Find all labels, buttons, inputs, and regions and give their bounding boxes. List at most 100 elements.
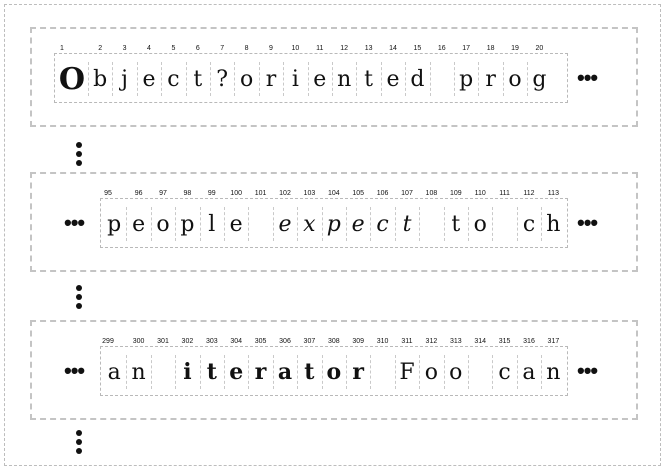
trailing-ellipsis-2: •••	[577, 210, 598, 235]
character-index: 15	[413, 45, 422, 52]
cell-divider	[394, 355, 396, 389]
character-index: 13	[364, 45, 373, 52]
character-index: 311	[401, 338, 413, 345]
character-cell: x	[303, 211, 316, 237]
character-cell: e	[229, 211, 243, 237]
cell-divider	[112, 62, 114, 96]
character-index: 101	[254, 190, 267, 197]
character-cell: t	[451, 211, 461, 237]
character-cell: ?	[216, 66, 229, 92]
character-index: 4	[147, 45, 151, 52]
character-index: 314	[474, 338, 487, 345]
character-index: 12	[340, 45, 349, 52]
character-index: 10	[291, 45, 300, 52]
character-strip-3	[100, 346, 568, 396]
cell-divider	[356, 62, 358, 96]
character-index: 6	[195, 45, 200, 52]
character-cell: o	[424, 359, 438, 385]
cell-divider	[175, 207, 177, 241]
character-cell: c	[167, 66, 180, 92]
sequence-row-3	[30, 320, 638, 420]
character-index: 302	[181, 338, 194, 345]
character-cell: i	[291, 66, 299, 92]
character-cell: e	[278, 211, 292, 237]
cell-divider	[502, 62, 504, 96]
character-cell: F	[399, 359, 415, 385]
character-strip-1	[54, 53, 568, 103]
character-strip-2	[100, 198, 568, 248]
trailing-ellipsis-1: •••	[577, 65, 598, 90]
cell-divider	[394, 207, 396, 241]
character-cell: e	[132, 211, 146, 237]
character-cell: t	[206, 359, 217, 385]
diagram-frame	[4, 4, 661, 466]
character-index: 317	[547, 338, 560, 345]
cell-divider	[199, 355, 201, 389]
character-index: 299	[102, 338, 114, 345]
character-index: 9	[269, 45, 273, 52]
cell-divider	[126, 207, 128, 241]
cell-divider	[258, 62, 260, 96]
character-cell: r	[254, 359, 267, 385]
character-cell: t	[364, 66, 373, 92]
character-index: 307	[303, 338, 316, 345]
cell-divider	[443, 207, 445, 241]
character-index: 112	[523, 190, 535, 197]
character-cell: g	[532, 66, 547, 92]
cell-divider	[516, 207, 518, 241]
character-cell: a	[522, 359, 536, 385]
character-cell: O	[58, 61, 86, 97]
character-index: 17	[462, 45, 471, 52]
character-index: 97	[159, 190, 167, 197]
vertical-ellipsis-1	[75, 142, 83, 169]
character-index: 104	[327, 190, 340, 197]
character-cell: o	[156, 211, 170, 237]
cell-divider	[297, 355, 299, 389]
character-cell: e	[313, 66, 327, 92]
character-index: 312	[425, 338, 438, 345]
cell-divider	[468, 355, 469, 389]
character-cell: l	[208, 211, 216, 237]
cell-divider	[210, 62, 211, 96]
cell-divider	[283, 62, 285, 96]
cell-divider	[234, 62, 236, 96]
cell-divider	[272, 207, 274, 241]
character-cell: c	[498, 359, 511, 385]
character-cell: t	[193, 66, 203, 92]
character-cell: o	[508, 66, 522, 92]
character-index: 107	[401, 190, 413, 197]
cell-divider	[185, 62, 187, 96]
character-cell: h	[546, 211, 561, 237]
cell-divider	[126, 355, 128, 389]
character-cell: e	[229, 359, 244, 385]
character-index: 316	[523, 338, 535, 345]
cell-divider	[88, 62, 89, 96]
character-index: 103	[303, 190, 316, 197]
character-index: 300	[132, 338, 145, 345]
character-cell: o	[239, 66, 254, 92]
character-index: 106	[376, 190, 389, 197]
cell-divider	[332, 62, 333, 96]
cell-divider	[468, 207, 469, 241]
character-cell: r	[352, 359, 364, 385]
character-cell: c	[376, 211, 389, 237]
character-cell: p	[459, 66, 474, 92]
character-cell: o	[473, 211, 487, 237]
cell-divider	[370, 355, 372, 389]
cell-divider	[516, 355, 518, 389]
character-cell: n	[337, 66, 352, 92]
cell-divider	[346, 355, 347, 389]
character-cell: a	[107, 359, 121, 385]
character-index: 3	[122, 45, 127, 52]
cell-divider	[478, 62, 480, 96]
leading-ellipsis-3: •••	[64, 358, 85, 383]
character-cell: r	[265, 66, 277, 92]
character-cell: t	[402, 211, 412, 237]
character-cell	[370, 353, 394, 391]
cell-divider	[175, 355, 177, 389]
character-index: 19	[511, 45, 519, 52]
cell-divider	[541, 355, 543, 389]
character-index: 309	[352, 338, 365, 345]
character-index: 313	[449, 338, 462, 345]
character-index: 111	[499, 190, 510, 197]
